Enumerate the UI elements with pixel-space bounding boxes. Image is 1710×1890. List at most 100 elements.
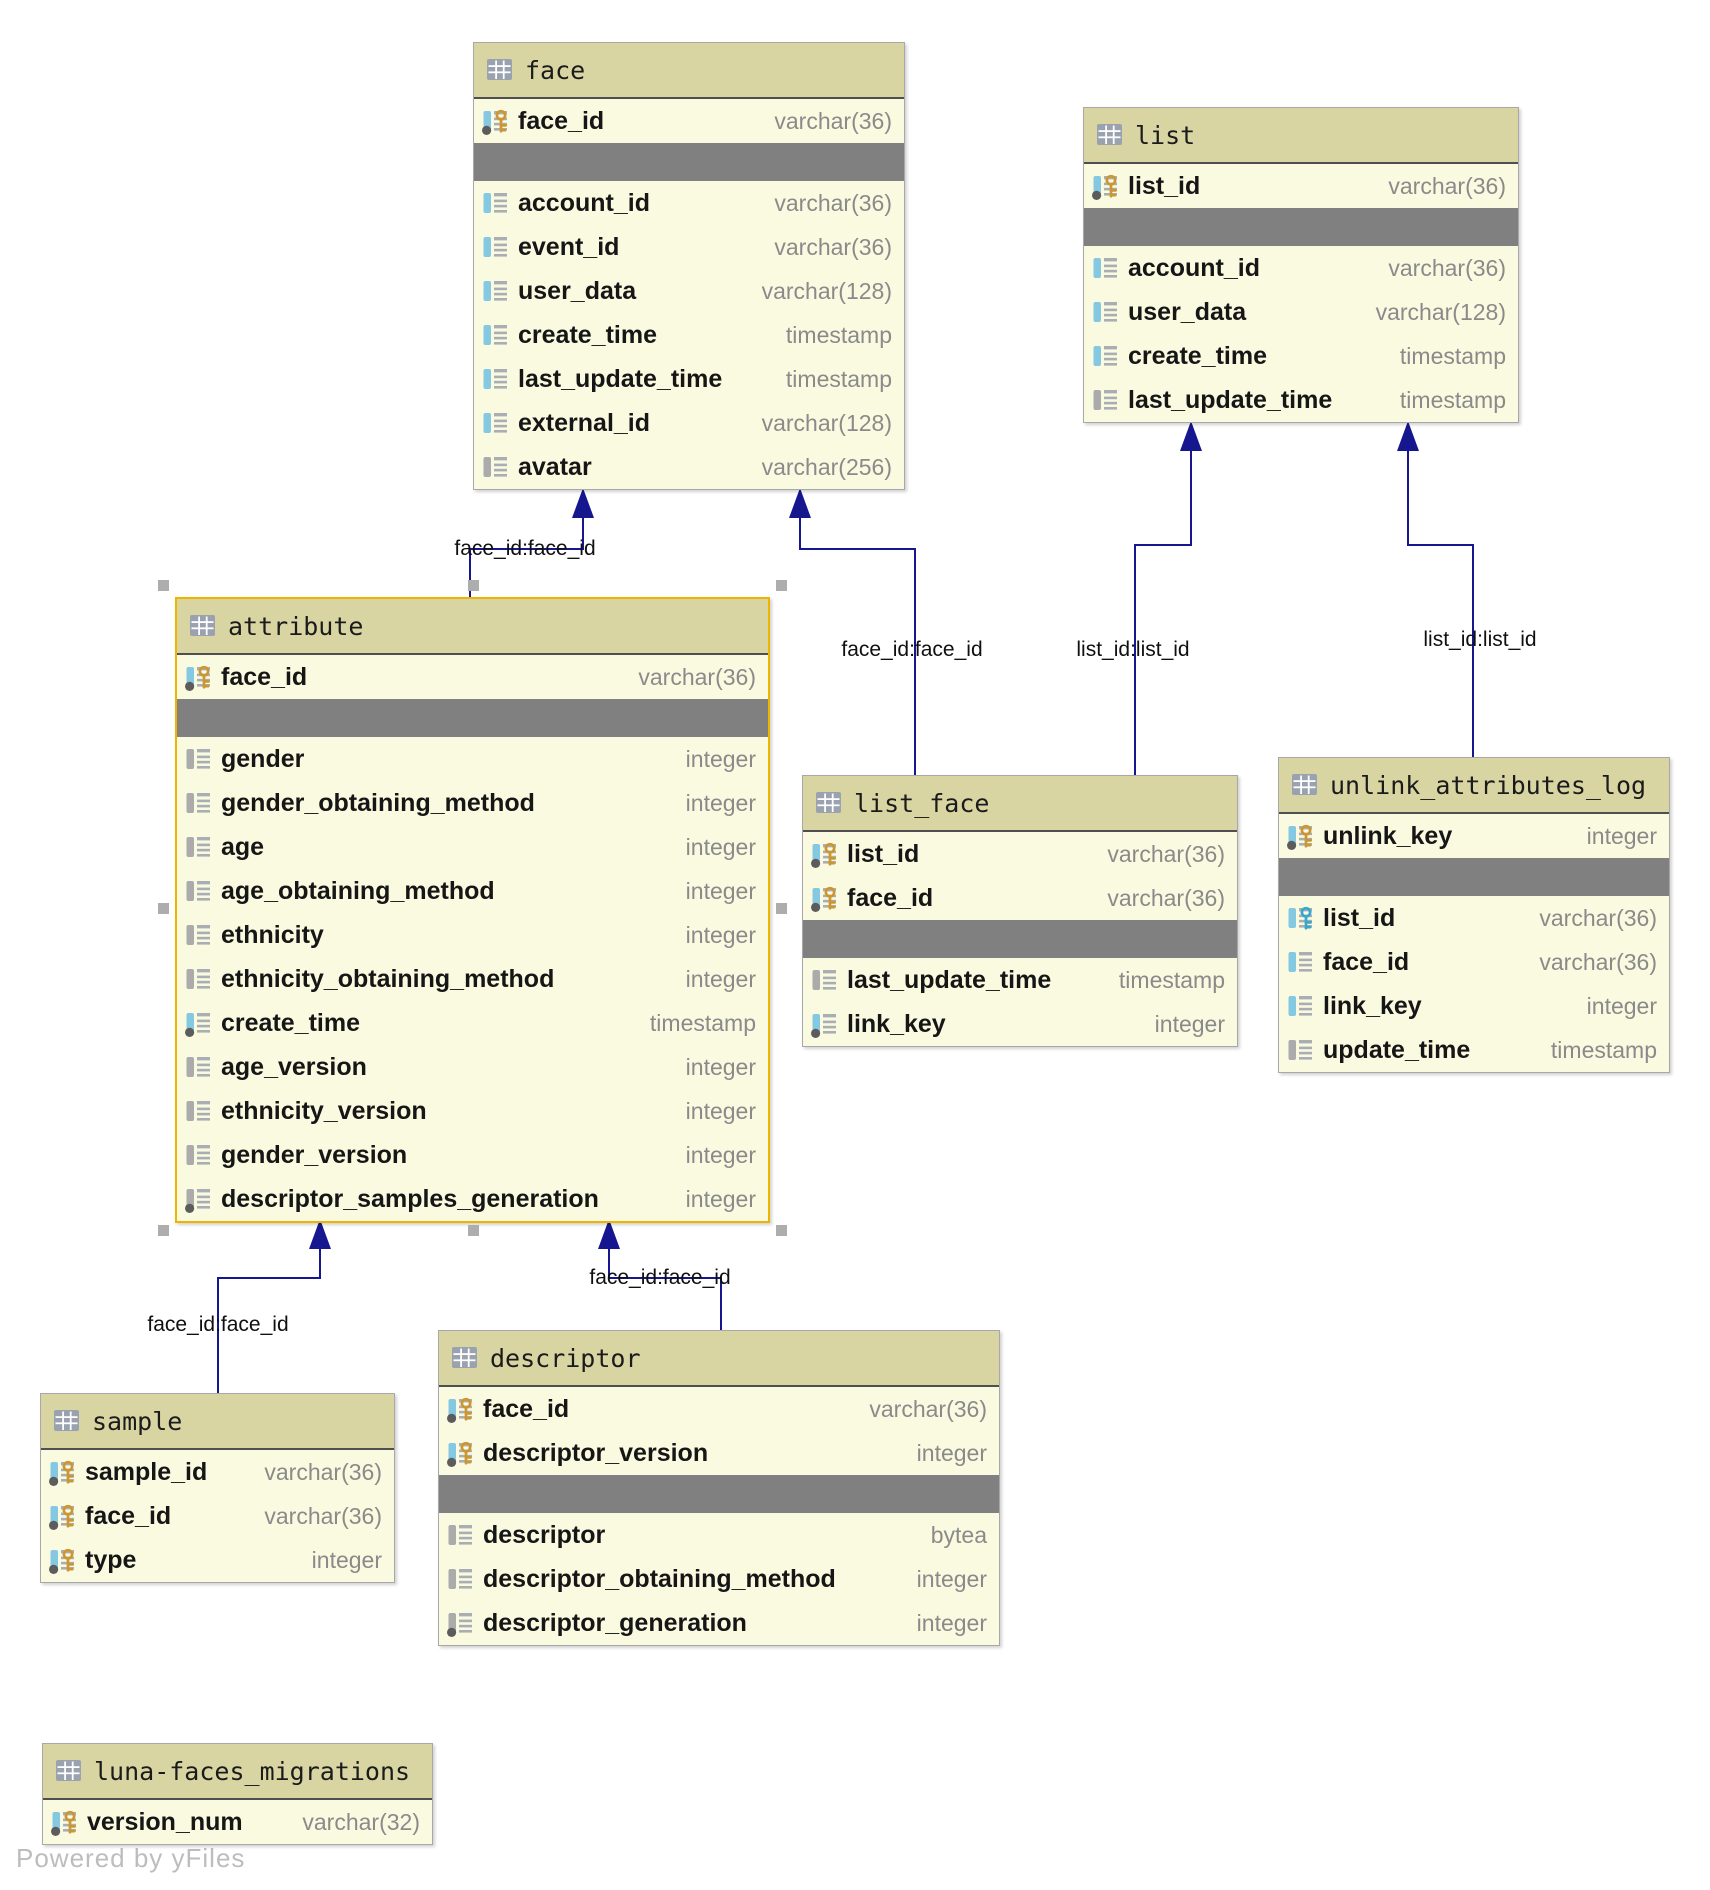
selection-handle[interactable] [776, 580, 787, 591]
fk-edge-sample-to-attribute[interactable] [217, 1245, 321, 1393]
column-type: varchar(256) [761, 453, 892, 480]
selection-handle[interactable] [467, 580, 479, 591]
column-type: varchar(36) [1539, 904, 1657, 931]
fk-edge-unlink_attributes_log-to-list[interactable] [1407, 447, 1474, 757]
yfiles-watermark: Powered by yFiles [16, 1843, 246, 1873]
fk-edge-attribute-to-face[interactable] [469, 514, 584, 597]
column-icon [812, 970, 836, 990]
selection-handle[interactable] [467, 1225, 479, 1236]
column-type: varchar(32) [302, 1808, 420, 1835]
primary-key-icon [482, 109, 507, 135]
table-header-sample[interactable]: sample [41, 1394, 394, 1450]
table-header-attribute[interactable]: attribute [177, 599, 768, 655]
primary-key-icon [185, 665, 210, 691]
column-name: face_id [221, 662, 308, 691]
primary-key-icon [447, 1397, 472, 1423]
column-name: list_id [847, 839, 920, 868]
fk-edge-list_face-to-list[interactable] [1134, 447, 1192, 775]
selection-handle[interactable] [158, 903, 169, 914]
arrowhead-icon [572, 488, 594, 518]
table-header-unlink_attributes_log[interactable]: unlink_attributes_log [1279, 758, 1669, 814]
column-icon [483, 369, 507, 389]
column-name: sample_id [85, 1457, 208, 1486]
table-header-face[interactable]: face [474, 43, 904, 99]
column-name: face_id [483, 1394, 570, 1423]
column-icon [186, 1057, 210, 1077]
table-icon [54, 1410, 79, 1431]
column-icon [1288, 996, 1312, 1016]
column-name: link_key [847, 1009, 946, 1038]
primary-key-icon [1287, 824, 1312, 850]
fk-edge-descriptor-to-attribute[interactable] [608, 1245, 722, 1330]
column-type: integer [1586, 822, 1657, 849]
selection-handle[interactable] [158, 580, 169, 591]
column-name: descriptor_samples_generation [221, 1184, 599, 1213]
column-name: gender_obtaining_method [221, 788, 535, 817]
table-header-list[interactable]: list [1084, 108, 1518, 164]
fk-edge-list_face-to-face[interactable] [799, 514, 916, 775]
column-icon [1093, 302, 1117, 322]
table-header-list_face[interactable]: list_face [803, 776, 1237, 832]
column-name: type [85, 1545, 137, 1574]
column-name: external_id [518, 408, 651, 437]
selection-handle[interactable] [776, 903, 787, 914]
selection-handle[interactable] [158, 1225, 169, 1236]
selection-handle[interactable] [776, 1225, 787, 1236]
table-icon [452, 1347, 477, 1368]
column-icon [811, 1014, 836, 1038]
table-header-luna-faces_migrations[interactable]: luna-faces_migrations [43, 1744, 432, 1800]
table-header-descriptor[interactable]: descriptor [439, 1331, 999, 1387]
